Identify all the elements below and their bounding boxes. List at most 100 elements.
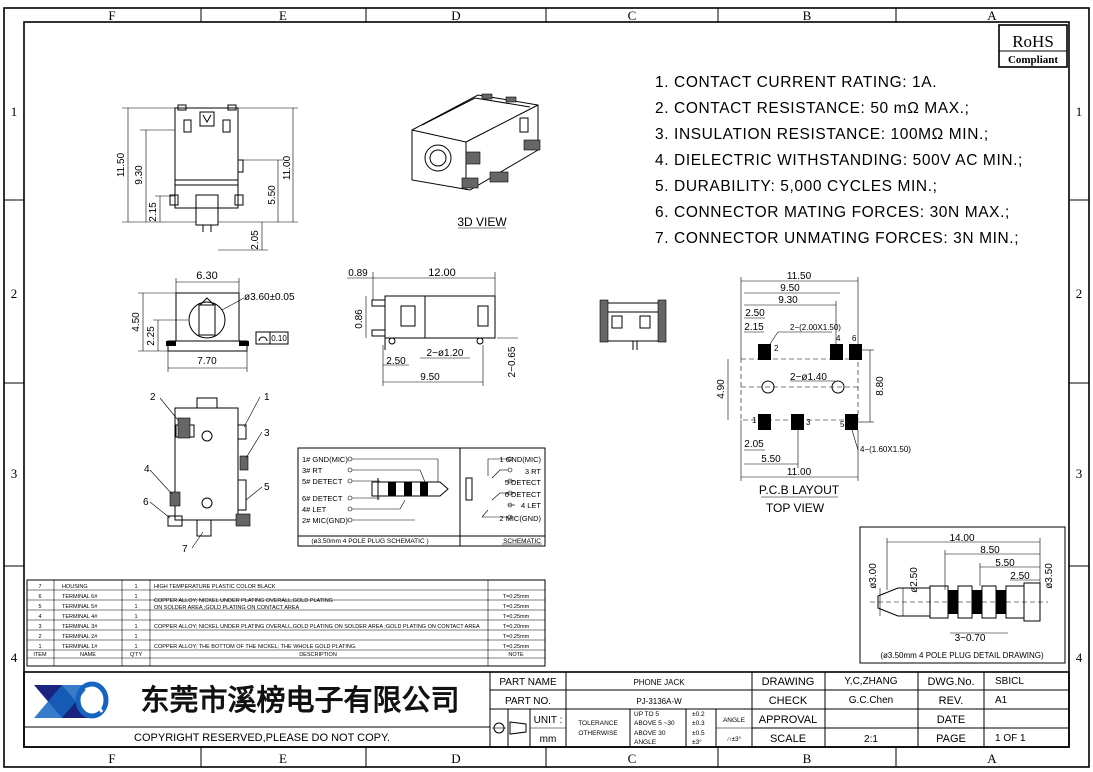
bom-row-note: T=0.20mm — [503, 624, 530, 630]
tolerance-label: TOLERANCE — [578, 720, 618, 727]
rev-label: REV. — [939, 695, 964, 707]
dim-side-w2: 7.70 — [197, 356, 217, 367]
side-pin-6: 6 — [143, 497, 149, 508]
dim-plug-d1: ø3.00 — [868, 563, 879, 589]
bom-row-note: T=0.25mm — [503, 594, 530, 600]
bom-row-name: TERMINAL 3# — [62, 624, 98, 630]
dim-pcb-b: 2.15 — [744, 322, 764, 333]
zone-col-e-top: E — [279, 8, 287, 23]
zone-col-d-bottom: D — [451, 751, 460, 766]
dim-front-h1: 11.50 — [116, 152, 127, 177]
dim-top-d: 9.50 — [420, 372, 440, 383]
pcb-pin-4: 4 — [836, 334, 841, 343]
side-view: 6.30 ø3.60±0.05 4.50 2.25 7.70 0.10 — [131, 270, 295, 372]
dim-top-e: 2−0.65 — [507, 346, 518, 377]
side-pin-1: 1 — [264, 392, 270, 403]
tol-value: ±0.5 — [692, 730, 705, 737]
spec-item: 4. DIELECTRIC WITHSTANDING: 500V AC MIN.… — [655, 152, 1023, 169]
tol-range: ABOVE 5 ~30 — [634, 720, 675, 727]
angle-head-value: ∩±3° — [727, 735, 742, 743]
drawing-by: Y,C,ZHANG — [844, 676, 897, 687]
dim-pcb-c: 2.05 — [744, 439, 764, 450]
scale-value: 2:1 — [864, 734, 878, 745]
zone-row-3-right: 3 — [1076, 466, 1083, 481]
spec-item: 2. CONTACT RESISTANCE: 50 mΩ MAX.; — [655, 100, 969, 117]
dim-plug-d2: ø2.50 — [909, 567, 920, 593]
zone-row-1-left: 1 — [11, 104, 18, 119]
zone-col-e-bottom: E — [279, 751, 287, 766]
dim-pcb-hole: 2−ø1.40 — [790, 372, 827, 383]
schem-pin-label: 1 GND(MIC) — [499, 455, 541, 464]
front-view: 11.50 9.30 2.15 11.00 5.50 2.05 — [116, 104, 298, 251]
tol-angle-value: ±3° — [692, 738, 702, 746]
check-label: CHECK — [769, 695, 808, 707]
dim-top-c: 2−ø1.20 — [427, 348, 464, 359]
tol-value: ±0.3 — [692, 720, 705, 727]
part-name-label: PART NAME — [499, 677, 557, 688]
angle-head-label: ANGLE — [723, 717, 746, 724]
zone-col-f-top: F — [108, 8, 115, 23]
schem-pin-label: 4 LET — [521, 501, 541, 510]
part-name-value: PHONE JACK — [633, 678, 685, 687]
bom-row-qty: 1 — [134, 624, 137, 630]
plug-pin-label: 4# LET — [302, 505, 327, 514]
dim-front-h2: 9.30 — [134, 165, 145, 185]
bom-row-desc: HIGH TEMPERATURE PLASTIC COLOR BLACK — [154, 584, 276, 590]
dim-pcb-d: 5.50 — [761, 454, 781, 465]
zone-row-2-right: 2 — [1076, 286, 1083, 301]
bom-row-qty: 1 — [134, 644, 137, 650]
title-block: 东莞市溪榜电子有限公司 COPYRIGHT RESERVED,PLEASE DO… — [23, 671, 1070, 748]
scale-label: SCALE — [770, 733, 806, 745]
zone-row-4-left: 4 — [11, 650, 18, 665]
pcb-pin-2: 2 — [774, 344, 779, 353]
date-label: DATE — [937, 714, 966, 726]
dim-front-h6: 2.05 — [250, 230, 261, 250]
bom-row-note: T=0.25mm — [503, 644, 530, 650]
dim-front-h5: 5.50 — [267, 185, 278, 205]
top-view: 12.00 0.89 0.86 2.50 2−ø1.20 9.50 2−0.65 — [347, 267, 518, 386]
label-top-view: TOP VIEW — [766, 501, 825, 515]
zone-col-d-top: D — [451, 8, 460, 23]
bom-row-qty: 1 — [134, 594, 137, 600]
dwg-no-value: SBICL — [995, 676, 1024, 687]
bom-row-name: TERMINAL 5# — [62, 604, 98, 610]
pcb-layout: 2 4 6 1 3 5 11.50 9.50 9.30 2.50 2.15 2−… — [716, 271, 911, 515]
dim-top-w: 12.00 — [428, 267, 456, 279]
spec-item: 1. CONTACT CURRENT RATING: 1A. — [655, 74, 937, 91]
iso-view: 3D VIEW — [411, 93, 541, 229]
bom-row-note: T=0.25mm — [503, 604, 530, 610]
otherwise-label: OTHERWISE — [578, 730, 618, 737]
drawing-label: DRAWING — [762, 676, 815, 688]
dim-top-b: 2.50 — [386, 356, 406, 367]
dim-pcb-a: 2.50 — [745, 308, 765, 319]
pcb-pin-5: 5 — [840, 420, 845, 429]
rear-view — [599, 299, 667, 350]
dim-side-h2: 2.25 — [146, 326, 157, 346]
zone-ticks — [4, 8, 1089, 767]
dim-plug-e: 3−0.70 — [955, 633, 986, 644]
bom-row-no: 2 — [38, 634, 41, 640]
rohs-subtitle: Compliant — [1008, 54, 1058, 66]
label-plug-schematic: (ø3.50mm 4 POLE PLUG SCHEMATIC ) — [311, 538, 428, 545]
schem-pin-label: 2 MIC(GND) — [499, 514, 541, 523]
rev-value: A1 — [995, 695, 1008, 706]
dim-side-w1: 6.30 — [196, 270, 217, 282]
rohs-badge — [998, 24, 1068, 68]
spec-item: 6. CONNECTOR MATING FORCES: 30N MAX.; — [655, 204, 1010, 221]
bom-row-no: 3 — [38, 624, 41, 630]
pcb-pin-6: 6 — [852, 334, 857, 343]
bom-row-qty: 1 — [134, 584, 137, 590]
zone-col-c-bottom: C — [628, 751, 637, 766]
plug-pin-label: 1# GND(MIC) — [302, 455, 348, 464]
side-pin-5: 5 — [264, 482, 270, 493]
dim-side-h1: 4.50 — [131, 312, 142, 332]
schematic-box: (ø3.50mm 4 POLE PLUG SCHEMATIC ) SCHEMAT… — [297, 447, 546, 547]
plug-pin-label: 6# DETECT — [302, 494, 343, 503]
dim-pcb-h2: 8.80 — [875, 376, 886, 396]
dim-pcb-h1: 4.90 — [716, 379, 727, 399]
dim-pcb-e: 11.00 — [787, 467, 812, 478]
spec-item: 7. CONNECTOR UNMATING FORCES: 3N MIN.; — [655, 230, 1019, 247]
bom-row-no: 7 — [38, 584, 41, 590]
company-logo-icon — [34, 681, 109, 719]
bom-row-desc: COPPER ALLOY; NICKEL UNDER PLATING OVERA… — [154, 624, 480, 630]
